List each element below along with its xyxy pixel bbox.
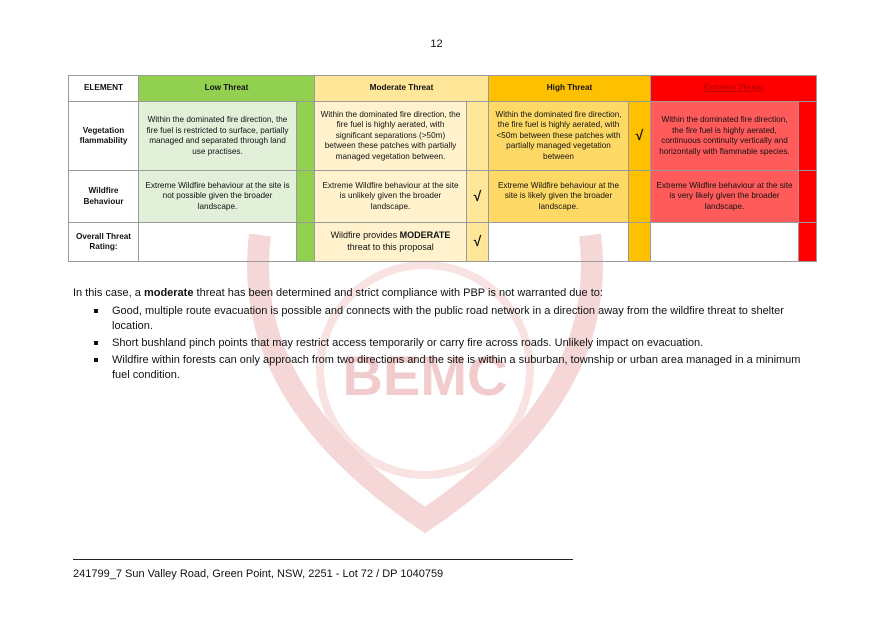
row-label-wildfire-behaviour: Wildfire Behaviour [68,170,139,223]
intro-prefix: In this case, a [73,287,144,299]
footer-address: 241799_7 Sun Valley Road, Green Point, N… [73,568,444,580]
square-bullet-icon [94,341,98,345]
table-row: Wildfire Behaviour Extreme Wildfire beha… [68,170,817,223]
threat-rating-table: ELEMENT Low Threat Moderate Threat High … [68,75,817,262]
cell-low: Within the dominated fire direction, the… [138,101,297,171]
body-text: In this case, a moderate threat has been… [73,286,813,385]
footer-divider [73,559,573,560]
intro-bold: moderate [143,287,194,299]
cell-low: Extreme Wildfire behaviour at the site i… [138,170,297,223]
header-low-threat: Low Threat [138,75,315,102]
cell-moderate: Extreme Wildfire behaviour at the site i… [314,170,467,223]
table-row: Vegetation flammability Within the domin… [68,101,817,171]
cell-high: Within the dominated fire direction, the… [488,101,629,171]
check-mark-icon: √ [628,101,651,171]
list-item-text: Short bushland pinch points that may res… [112,337,704,349]
cell-moderate: Within the dominated fire direction, the… [314,101,467,171]
cell-extreme [650,222,799,262]
check-mark-icon: √ [466,222,489,262]
rating-value: MODERATE [399,230,451,241]
intro-suffix: threat has been determined and strict co… [193,287,603,299]
marker-extreme [798,222,817,262]
marker-extreme [798,101,817,171]
marker-low [296,222,315,262]
square-bullet-icon [94,358,98,362]
marker-moderate [466,101,489,171]
header-moderate-threat: Moderate Threat [314,75,489,102]
row-label-vegetation: Vegetation flammability [68,101,139,171]
marker-high [628,222,651,262]
list-item-text: Good, multiple route evacuation is possi… [112,305,784,332]
square-bullet-icon [94,309,98,313]
row-label-overall-rating: Overall Threat Rating: [68,222,139,262]
cell-high [488,222,629,262]
rating-suffix: threat to this proposal [347,242,434,252]
list-item: Short bushland pinch points that may res… [94,336,813,351]
table-row: Overall Threat Rating: Wildfire provides… [68,222,817,262]
list-item-text: Wildfire within forests can only approac… [112,354,801,381]
check-mark-icon: √ [466,170,489,223]
marker-high [628,170,651,223]
cell-extreme: Extreme Wildfire behaviour at the site i… [650,170,799,223]
header-element: ELEMENT [68,75,139,102]
header-extreme-threat: Extreme Threat [650,75,817,102]
list-item: Wildfire within forests can only approac… [94,353,813,383]
table-header-row: ELEMENT Low Threat Moderate Threat High … [68,75,817,102]
cell-low [138,222,297,262]
header-high-threat: High Threat [488,75,651,102]
intro-paragraph: In this case, a moderate threat has been… [73,286,813,301]
marker-low [296,101,315,171]
page-number: 12 [430,38,443,50]
list-item: Good, multiple route evacuation is possi… [94,304,813,334]
marker-extreme [798,170,817,223]
cell-high: Extreme Wildfire behaviour at the site i… [488,170,629,223]
reasons-list: Good, multiple route evacuation is possi… [73,304,813,383]
cell-moderate-rating: Wildfire provides MODERATE threat to thi… [314,222,467,262]
cell-extreme: Within the dominated fire direction, the… [650,101,799,171]
marker-low [296,170,315,223]
rating-prefix: Wildfire provides [330,230,400,241]
